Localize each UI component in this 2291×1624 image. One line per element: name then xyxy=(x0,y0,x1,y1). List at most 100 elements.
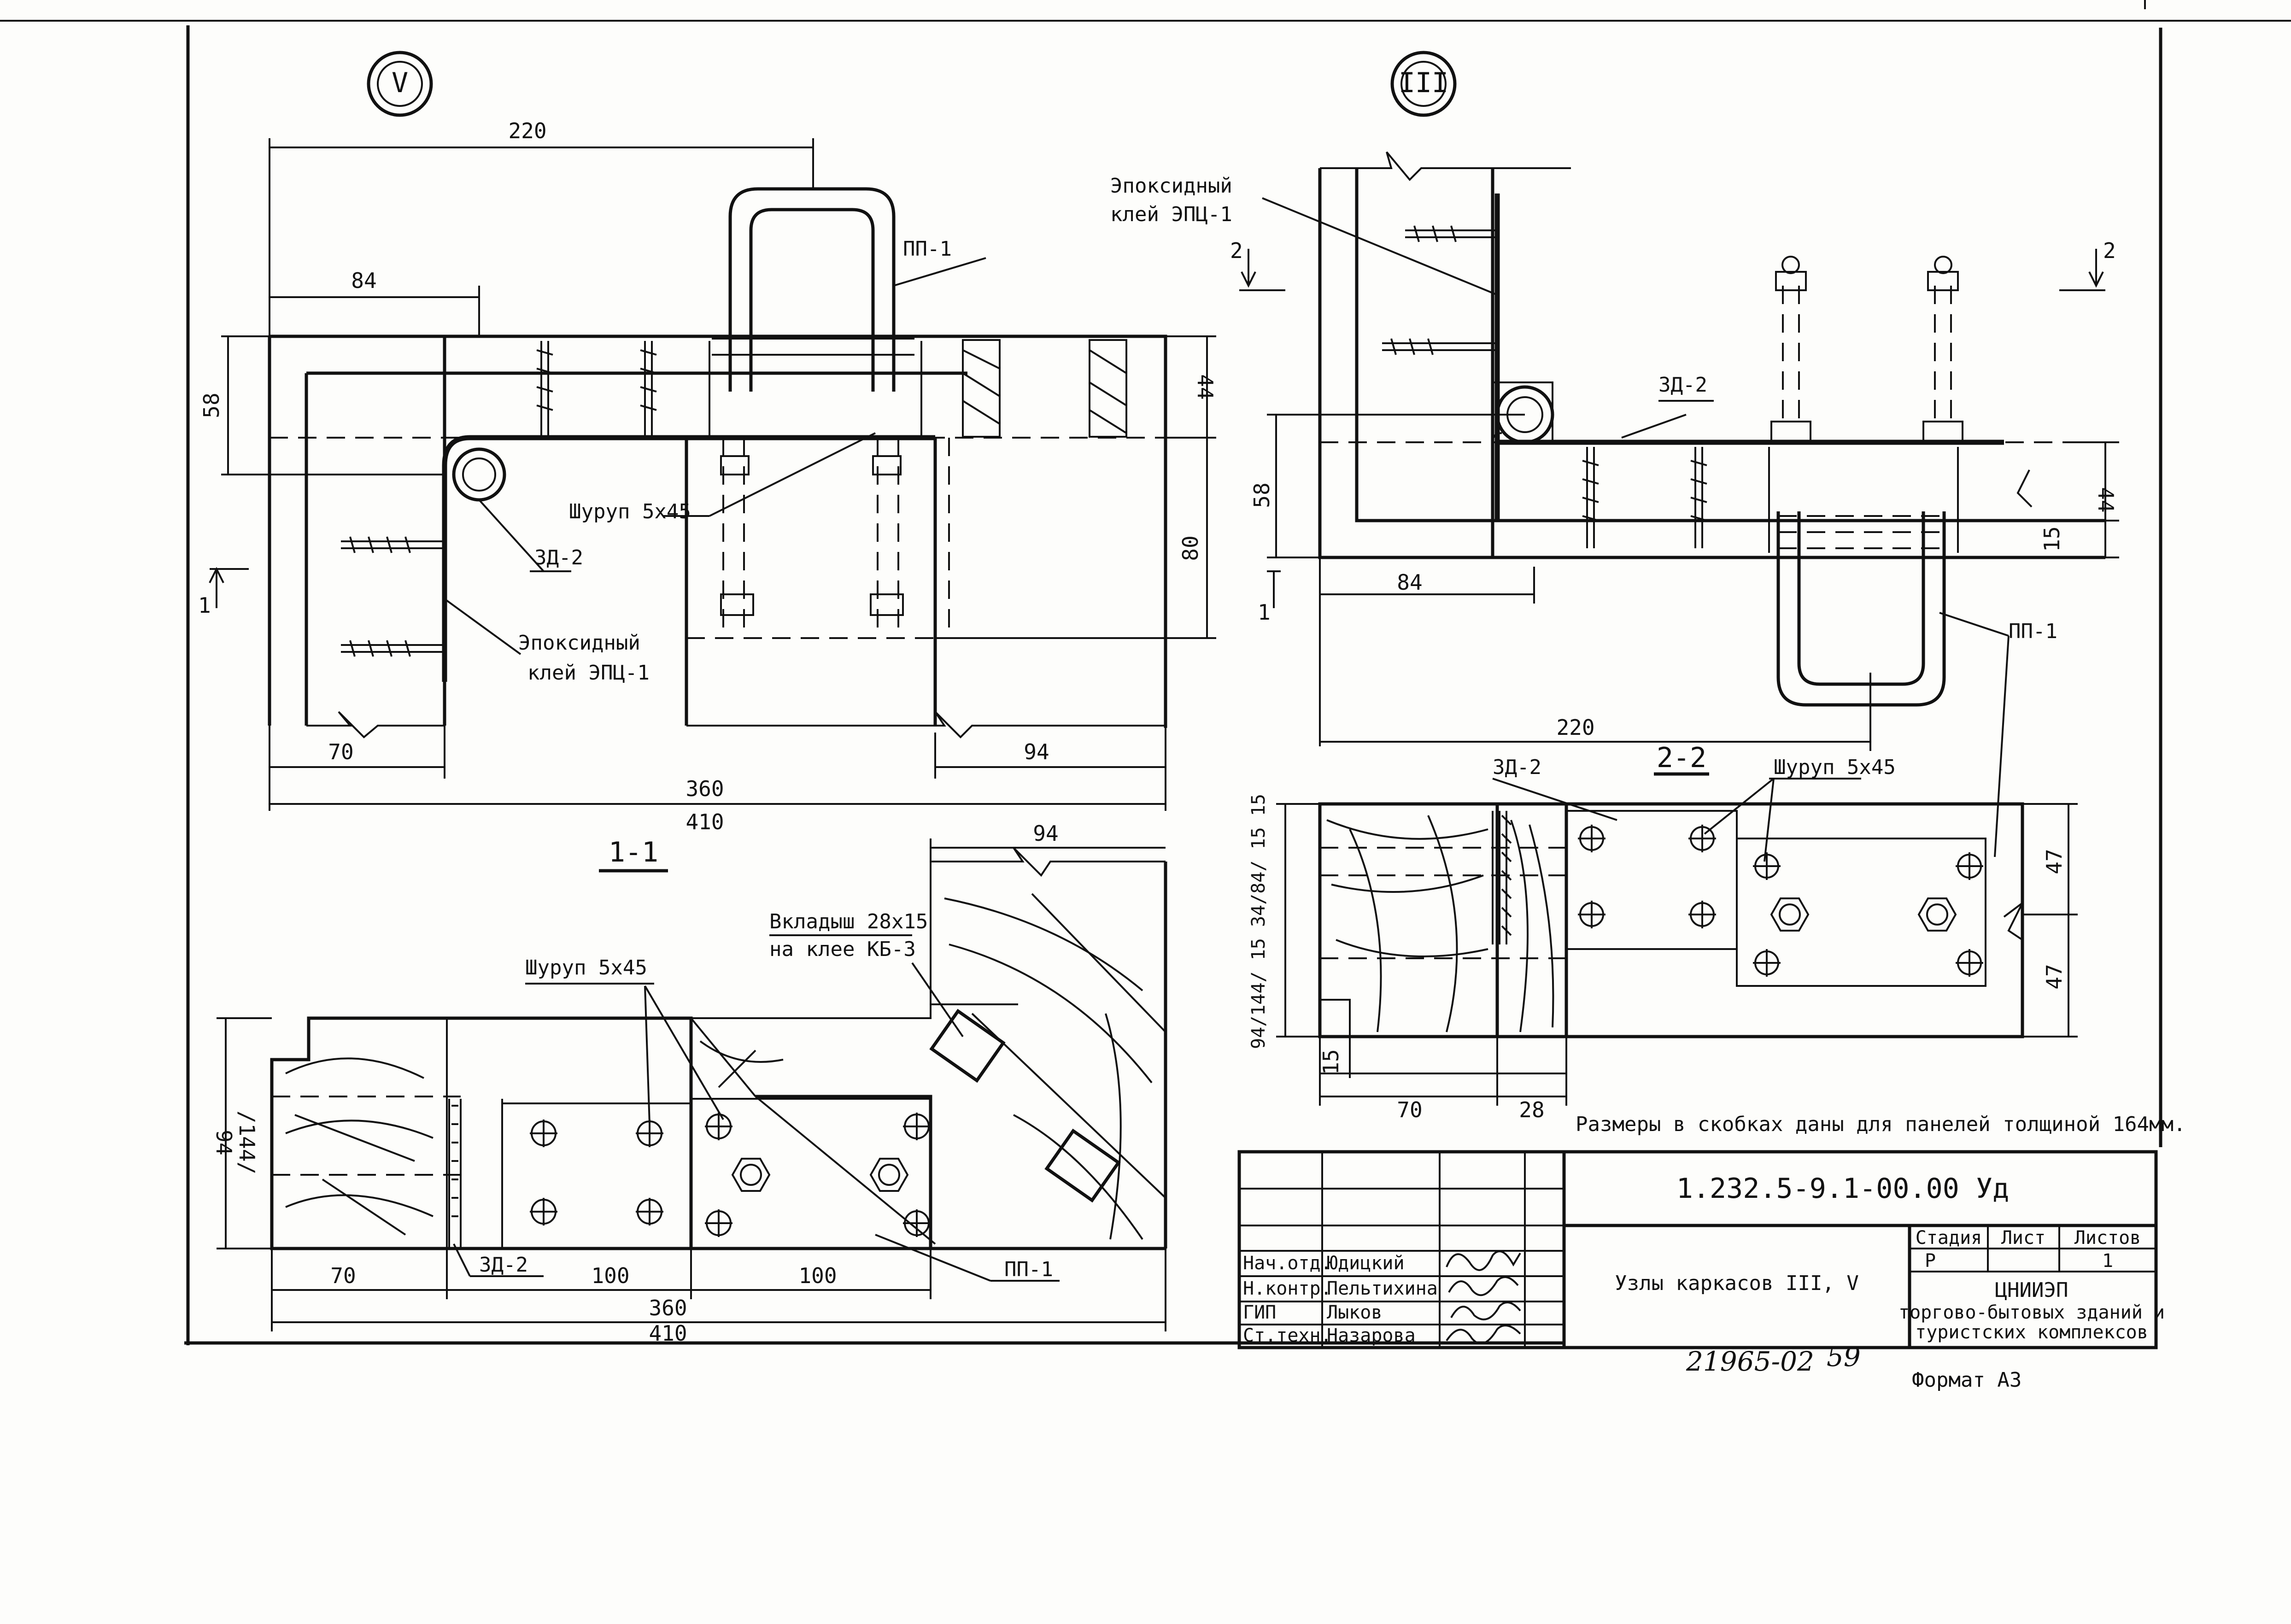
dim-15-22: 15 xyxy=(1318,1049,1343,1074)
sheet-header: Лист xyxy=(2001,1227,2045,1249)
section-2-2: 2-2 xyxy=(1248,742,2186,1136)
dimension-note: Размеры в скобках даны для панелей толщи… xyxy=(1576,1113,2186,1136)
section-2-2-screw-holes xyxy=(1578,825,1983,977)
dim-94-side-11: 94 xyxy=(211,1130,236,1155)
inventory-number: 21965-02 xyxy=(1686,1346,1814,1377)
dim-94-v: 94 xyxy=(1024,739,1049,764)
screws-v xyxy=(341,341,922,657)
section-2-2-dimensions xyxy=(1276,803,2078,1106)
cut-mark-1-v xyxy=(209,567,249,608)
role-4: Ст.техн. xyxy=(1243,1325,1332,1346)
section-1-1: 1-1 xyxy=(211,821,1167,1346)
dim-stack-22: 94/144/ 15 34/84/ 15 15 xyxy=(1248,794,1269,1049)
dim-44-v: 44 xyxy=(1193,374,1218,399)
paper-format: Формат А3 xyxy=(1912,1368,2021,1392)
dim-94-top-11: 94 xyxy=(1033,821,1058,846)
dim-70-v: 70 xyxy=(328,739,353,764)
dim-58-v: 58 xyxy=(199,393,224,418)
dim-70-11: 70 xyxy=(330,1263,356,1288)
label-zd2-v: ЗД-2 xyxy=(534,546,583,569)
signatures xyxy=(1446,1250,1521,1345)
sheets-value: 1 xyxy=(2102,1250,2113,1272)
view-iii-dimensions xyxy=(1267,414,2119,751)
view-v: V xyxy=(198,51,1218,834)
label-zd2-iii: ЗД-2 xyxy=(1658,373,1707,397)
cut-mark-2-right: 2 xyxy=(2103,238,2116,263)
section-2-2-title: 2-2 xyxy=(1657,742,1706,774)
node-mark-v-label: V xyxy=(392,67,408,99)
section-1-1-title: 1-1 xyxy=(609,836,658,868)
cut-mark-1-iii: 1 xyxy=(1258,600,1271,625)
screws-iii xyxy=(1382,225,1959,553)
org-line-2: торгово-бытовых зданий и xyxy=(1898,1302,2165,1323)
sheets-header: Листов xyxy=(2074,1227,2141,1249)
dim-410-v: 410 xyxy=(686,809,724,834)
dim-47a-22: 47 xyxy=(2042,849,2067,874)
label-pp1-iii: ПП-1 xyxy=(2009,620,2057,643)
label-epoxy-iii-1: Эпоксидный xyxy=(1110,174,1232,198)
node-mark-iii: III xyxy=(1390,51,1457,117)
dim-360-11: 360 xyxy=(649,1296,687,1320)
org-name: ЦНИИЭП xyxy=(1995,1278,2068,1302)
view-v-dimensions xyxy=(221,138,1216,811)
org-line-3: туристских комплексов xyxy=(1915,1322,2148,1343)
dim-100a-11: 100 xyxy=(591,1263,629,1288)
label-pp1-11: ПП-1 xyxy=(1004,1258,1053,1281)
section-1-1-leaders xyxy=(453,934,1060,1282)
u-bolt-pp1-iii xyxy=(1770,256,1963,707)
name-4: Назарова xyxy=(1327,1325,1416,1346)
role-2: Н.контр. xyxy=(1243,1278,1332,1299)
dim-360-v: 360 xyxy=(686,776,724,801)
sheet-frame xyxy=(0,0,2291,1345)
dim-15-iii: 15 xyxy=(2039,526,2064,551)
dim-220-iii: 220 xyxy=(1556,715,1594,740)
dim-47b-22: 47 xyxy=(2042,964,2067,989)
label-epoxy-iii-2: клей ЭПЦ-1 xyxy=(1110,203,1232,226)
dim-410-11: 410 xyxy=(649,1321,687,1346)
doc-code: 1.232.5-9.1-00.00 Уд xyxy=(1676,1173,2009,1205)
role-3: ГИП xyxy=(1243,1302,1276,1323)
view-iii-geometry xyxy=(1318,151,2105,559)
label-insert-11-1: Вкладыш 28х15 xyxy=(769,910,928,933)
dim-28-22: 28 xyxy=(1519,1097,1544,1122)
u-bolt-pp1-v xyxy=(712,187,914,636)
view-iii: III xyxy=(1110,51,2119,857)
dim-84-v: 84 xyxy=(351,268,376,293)
view-v-leaders xyxy=(444,257,986,655)
label-epoxy-v-1: Эпоксидный xyxy=(518,631,640,655)
view-v-geometry xyxy=(268,334,1167,739)
label-screw-22: Шуруп 5х45 xyxy=(1774,756,1896,779)
title-block: 1.232.5-9.1-00.00 Уд Узлы каркасов III, … xyxy=(1237,1150,2165,1349)
view-iii-leaders xyxy=(1262,197,2010,857)
dim-58-iii: 58 xyxy=(1249,482,1274,508)
dim-144-side-11: /144/ xyxy=(234,1111,259,1174)
label-screw-v: Шуруп 5х45 xyxy=(569,500,691,523)
dim-44-iii: 44 xyxy=(2093,487,2118,512)
cut-mark-2-left: 2 xyxy=(1230,238,1243,263)
drawing-title: Узлы каркасов III, V xyxy=(1615,1272,1859,1295)
page-number: 59 xyxy=(1827,1341,1861,1372)
dim-80-v: 80 xyxy=(1178,535,1203,561)
label-zd2-22: ЗД-2 xyxy=(1493,756,1541,779)
name-2: Пельтихина xyxy=(1327,1278,1438,1299)
role-1: Нач.отд. xyxy=(1243,1253,1332,1274)
stage-header: Стадия xyxy=(1916,1227,1982,1249)
node-mark-v: V xyxy=(367,51,433,117)
label-zd2-11: ЗД-2 xyxy=(479,1253,528,1277)
section-2-2-leaders xyxy=(1492,778,1861,862)
name-1: Юдицкий xyxy=(1327,1253,1405,1274)
dim-220-v: 220 xyxy=(508,118,546,143)
label-insert-11-2: на клее КБ-3 xyxy=(769,938,916,961)
stage-value: Р xyxy=(1925,1250,1936,1272)
section-1-1-geometry xyxy=(270,847,1167,1250)
section-2-2-geometry xyxy=(1318,802,2024,1038)
label-screw-11: Шуруп 5х45 xyxy=(525,956,647,979)
name-3: Лыков xyxy=(1327,1302,1382,1323)
dim-70-22: 70 xyxy=(1397,1097,1422,1122)
dim-84-iii: 84 xyxy=(1397,570,1422,595)
node-mark-iii-label: III xyxy=(1399,67,1448,99)
cut-marks-iii xyxy=(1239,249,2105,608)
cut-mark-1-v-label: 1 xyxy=(198,593,211,618)
